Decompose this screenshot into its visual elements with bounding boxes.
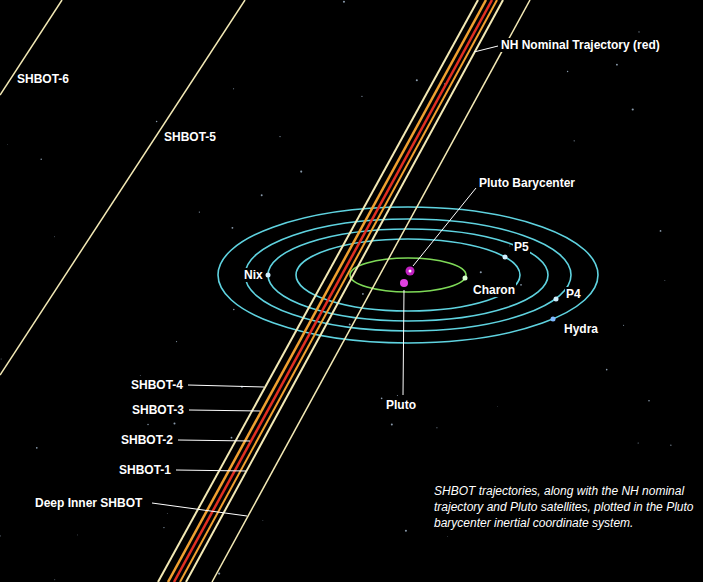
orbits [218, 207, 598, 343]
star [0, 358, 2, 360]
star [623, 325, 624, 326]
planet-label: Pluto [385, 398, 417, 412]
pluto-dot [400, 279, 408, 287]
shbot-4-path [158, 0, 478, 582]
star [632, 108, 634, 110]
star [616, 64, 618, 66]
trajectory-label: SHBOT-5 [163, 130, 217, 144]
trajectory-label: SHBOT-2 [120, 433, 174, 447]
trajectory-label: SHBOT-3 [131, 403, 185, 417]
star [77, 534, 79, 536]
leader-line [474, 46, 498, 52]
star [231, 227, 233, 229]
star [520, 284, 522, 286]
star [391, 423, 393, 425]
p5-dot [503, 255, 508, 260]
p4-orbit [245, 219, 571, 331]
nix-dot [266, 273, 271, 278]
star [606, 369, 608, 371]
charon-dot [463, 276, 468, 281]
star [497, 405, 499, 407]
star [362, 293, 364, 295]
trajectory-label: SHBOT-6 [16, 72, 70, 86]
trajectory-label: SHBOT-1 [118, 463, 172, 477]
star [664, 280, 666, 282]
trajectory-label: NH Nominal Trajectory (red) [500, 38, 661, 52]
leader-line [152, 503, 247, 516]
leader-lines [152, 46, 498, 516]
star [361, 96, 362, 97]
star [0, 535, 1, 536]
leader-line [176, 470, 246, 471]
star [349, 323, 351, 325]
star [156, 121, 158, 123]
star [509, 245, 511, 247]
moon-label: P4 [565, 287, 582, 301]
moon-label: Hydra [563, 322, 599, 336]
barycenter-center [409, 270, 412, 273]
p4-dot [554, 297, 559, 302]
star [416, 79, 418, 81]
star [233, 309, 235, 311]
hydra-orbit [218, 207, 598, 343]
star [163, 527, 164, 528]
star [176, 341, 177, 342]
star [261, 194, 263, 196]
star [147, 424, 148, 425]
star [397, 395, 398, 396]
star [40, 158, 41, 159]
star [648, 400, 650, 402]
star [173, 422, 175, 424]
star [233, 88, 234, 89]
moon-label: P5 [513, 240, 530, 254]
trajectory-label: SHBOT-4 [130, 378, 184, 392]
star [670, 445, 671, 446]
caption: SHBOT trajectories, along with the NH no… [432, 482, 698, 532]
hydra-dot [551, 317, 556, 322]
leader-line [413, 188, 476, 266]
star [480, 271, 482, 273]
leader-line [189, 410, 260, 411]
barycenter-dot [406, 267, 415, 276]
moon-label: Charon [472, 283, 516, 297]
star [436, 427, 437, 428]
p5-orbit [296, 239, 520, 311]
leader-line [403, 290, 404, 395]
trajectory-label: Deep Inner SHBOT [34, 496, 143, 510]
star [447, 536, 449, 538]
star [54, 236, 56, 238]
star [638, 442, 639, 443]
star [279, 136, 280, 137]
star [300, 171, 302, 173]
star [166, 512, 168, 514]
star [231, 437, 233, 439]
star [262, 520, 264, 522]
star [139, 375, 141, 377]
shbot-5-path [0, 0, 245, 375]
star [405, 530, 407, 532]
star [567, 71, 568, 72]
star [36, 447, 38, 449]
star [199, 211, 200, 212]
star [7, 144, 9, 146]
star [218, 572, 220, 574]
leader-line [188, 385, 264, 387]
star [381, 398, 383, 400]
star [54, 579, 56, 581]
point-label: Pluto Barycenter [478, 176, 576, 190]
star [660, 230, 662, 232]
moon-label: Nix [243, 268, 264, 282]
bodies [266, 255, 559, 322]
star [574, 140, 575, 141]
star [638, 31, 639, 32]
leader-line [178, 440, 250, 441]
charon-orbit [350, 258, 466, 292]
star [343, 1, 345, 3]
